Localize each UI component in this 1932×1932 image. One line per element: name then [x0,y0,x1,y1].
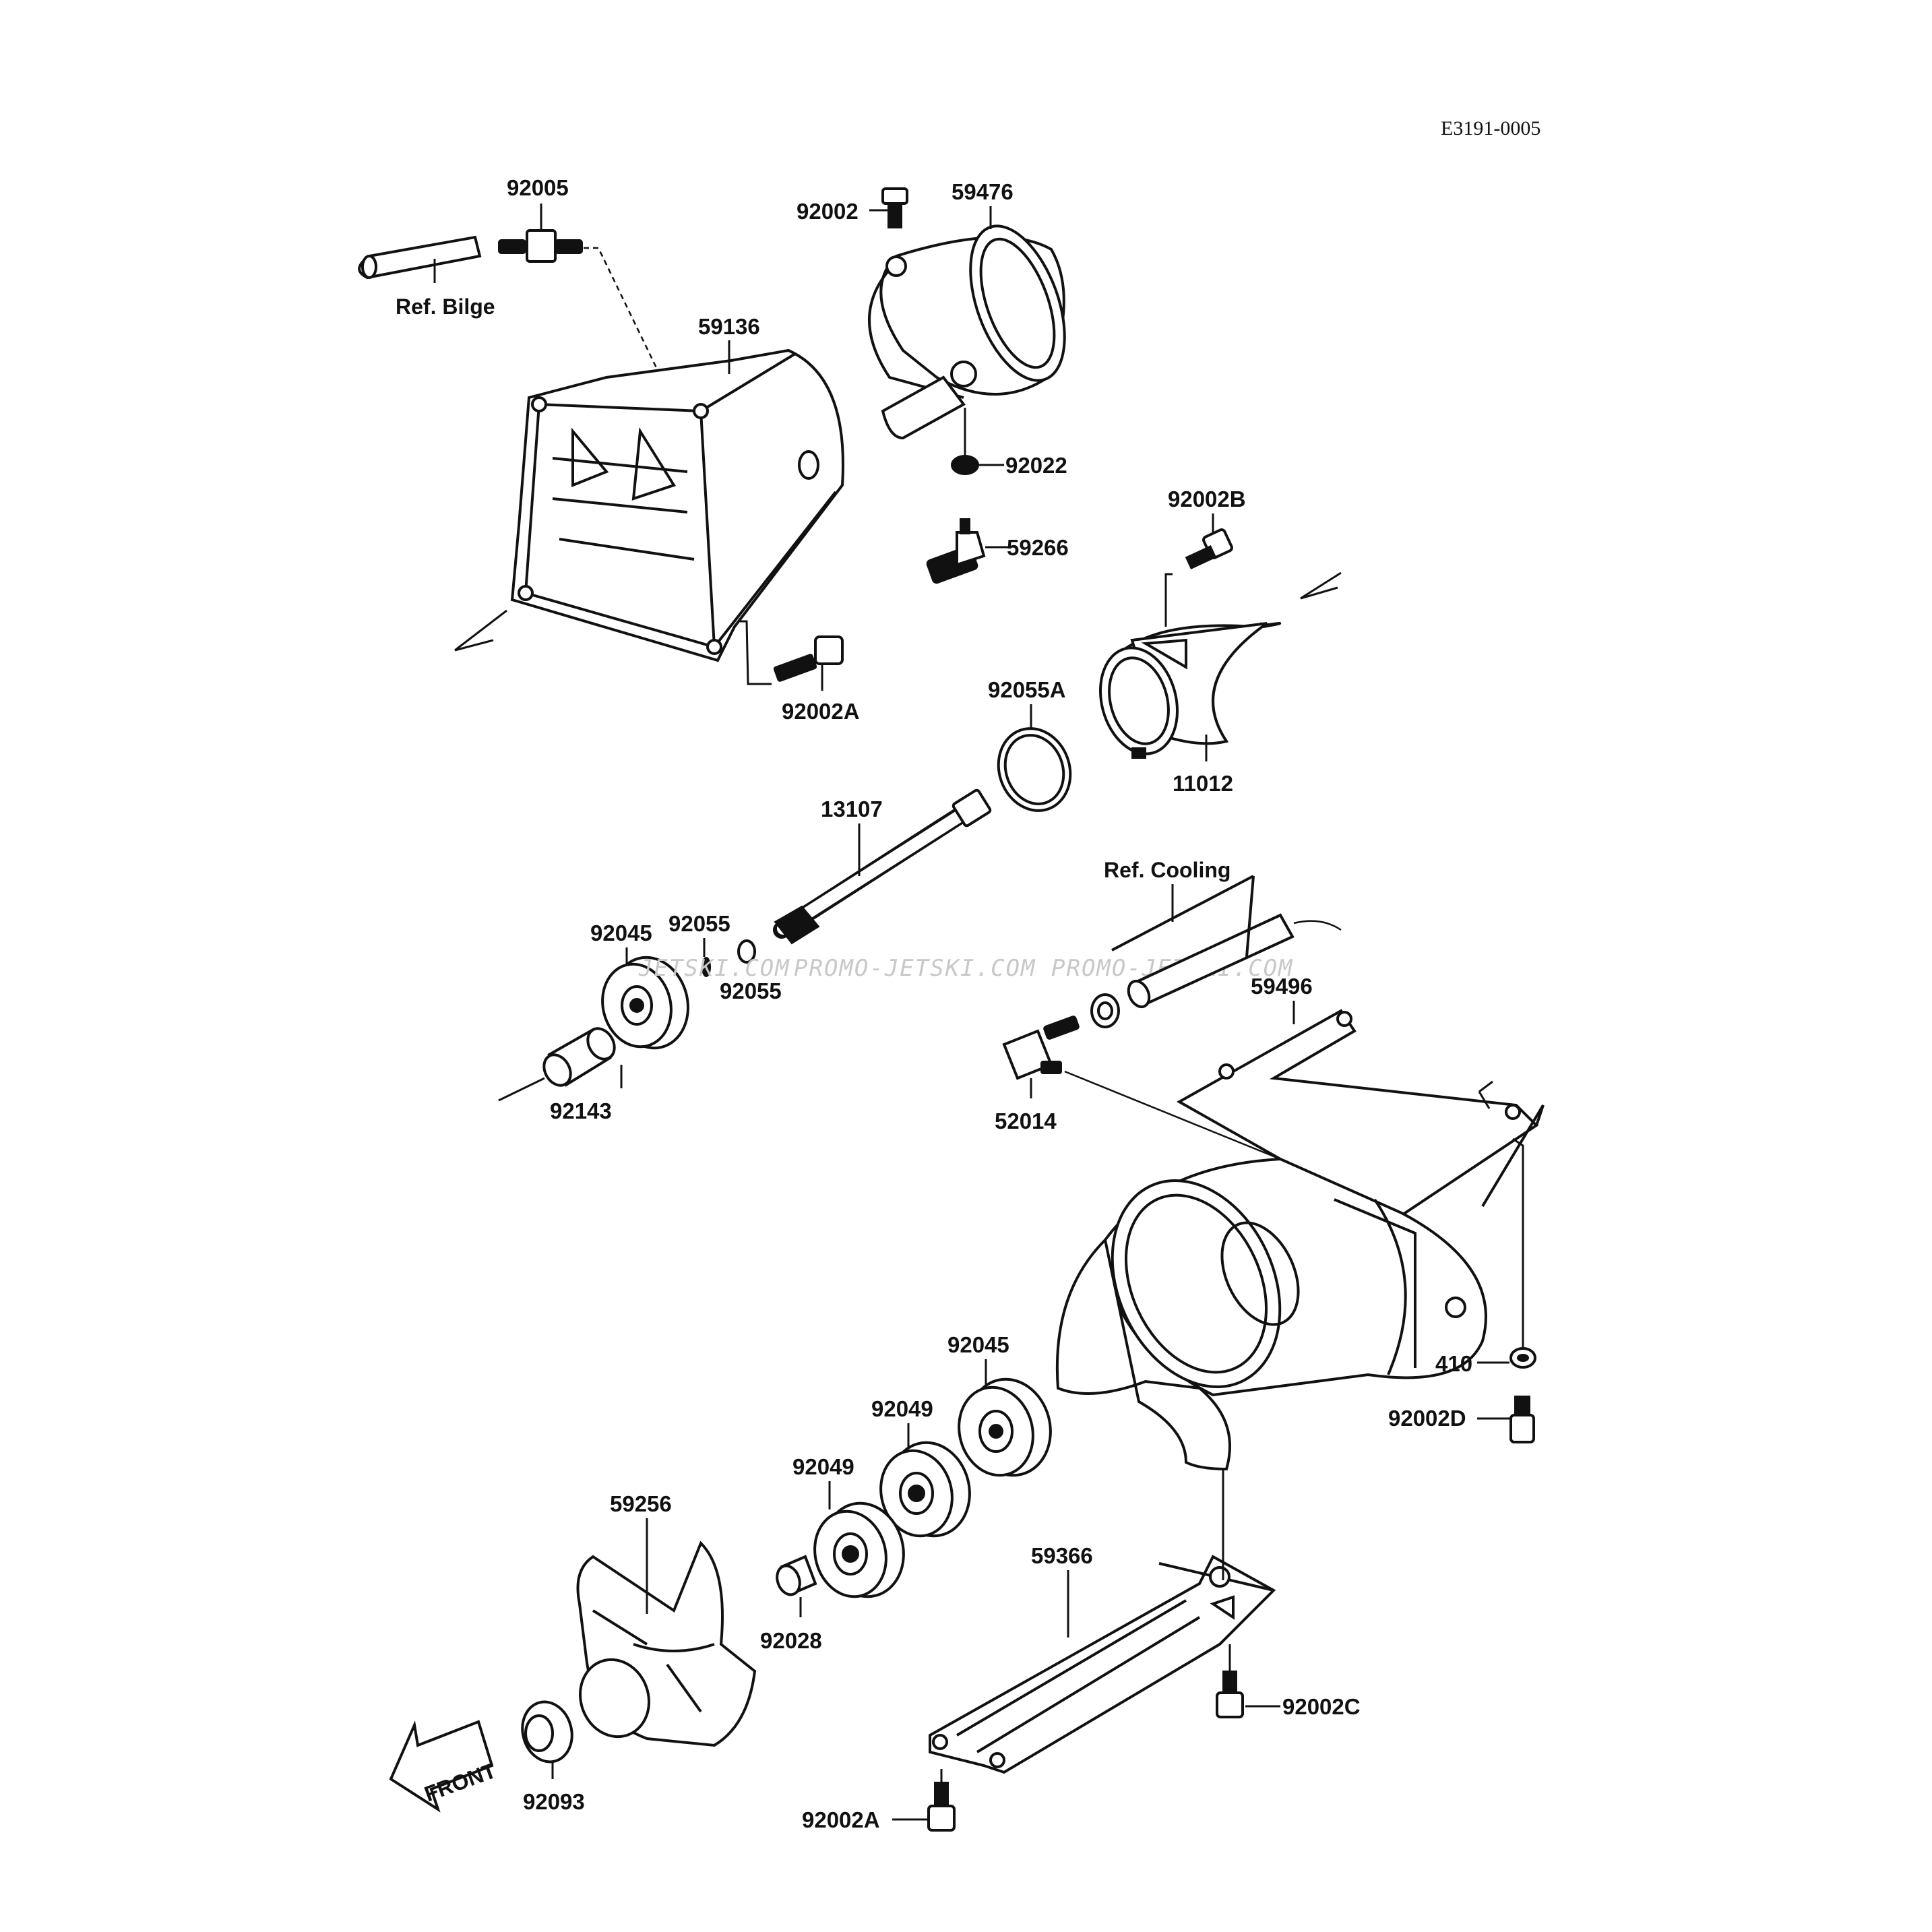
impeller-59256 [576,1540,757,1747]
nozzle-11012 [1098,622,1282,759]
part-label-92055-a: 92055 [668,911,730,936]
washer-92022 [951,408,979,475]
bearing-92049-a [879,1441,971,1538]
part-label-92049-a: 92049 [871,1396,933,1421]
part-label-92055A: 92055A [988,677,1066,702]
part-label-92045-top: 92045 [590,921,652,945]
pump-case-59136 [510,348,844,662]
part-label-59476: 59476 [952,179,1014,204]
clip-92055-b [737,939,756,964]
washer-410 [1509,1347,1536,1369]
fitting-52014 [1002,1016,1080,1080]
cover-plate-59366 [929,1555,1276,1774]
part-label-92143: 92143 [550,1098,612,1123]
bearing-92049-b [813,1501,905,1598]
part-label-92002A-top: 92002A [782,699,860,724]
watermark-1: JETSKI.COM [638,955,790,982]
part-label-11012: 11012 [1173,771,1233,796]
nozzle-59476 [868,224,1066,440]
bolt-92002A-top [773,635,844,682]
seal-92093 [521,1700,573,1764]
part-label-92002B: 92002B [1168,487,1246,511]
sleeve-92143 [542,1027,616,1087]
part-label-13107: 13107 [821,797,883,821]
part-label-92055-b: 92055 [720,978,782,1003]
ref-bilge-label: Ref. Bilge [396,294,495,319]
part-label-59366: 59366 [1031,1543,1093,1568]
part-label-92002D: 92002D [1388,1406,1466,1431]
part-label-92002C: 92002C [1282,1694,1361,1719]
bolt-92002B [1185,528,1233,569]
part-label-92049-b: 92049 [792,1454,854,1479]
clip-92055-a [702,957,711,977]
part-label-92093: 92093 [523,1789,585,1814]
part-label-92022: 92022 [1005,453,1067,478]
cooling-hose [1111,875,1342,1009]
part-label-59256: 59256 [610,1491,672,1516]
part-label-410: 410 [1435,1351,1472,1376]
bearing-92045-top [601,956,689,1050]
pump-body-59496 [1055,1009,1545,1471]
bolt-92002 [881,187,908,228]
part-label-92005: 92005 [507,175,569,200]
bolt-92002A-bottom [927,1782,956,1832]
ref-cooling-label: Ref. Cooling [1104,858,1230,882]
part-label-92028: 92028 [760,1628,822,1653]
watermark-2: PROMO-JETSKI.COM [794,955,1036,982]
front-arrow-icon: FRONT [389,1720,499,1813]
bearing-92045-bottom [958,1377,1052,1477]
bilge-hose [358,235,482,280]
part-label-92002: 92002 [797,199,859,224]
diagram-code: E3191-0005 [1441,117,1540,139]
part-label-92045-bottom: 92045 [947,1332,1009,1357]
bolt-92002D [1509,1396,1535,1443]
shaft-13107 [773,788,992,945]
elbow-59266 [926,518,986,584]
hose-clamp [1090,993,1120,1028]
bolt-92002C [1216,1671,1244,1718]
part-label-59266: 59266 [1007,535,1069,560]
o-ring-92055A [997,727,1072,812]
part-label-59496: 59496 [1251,974,1313,999]
fitting-92005 [498,204,583,263]
collar-92028 [776,1555,817,1596]
part-label-52014: 52014 [995,1109,1057,1133]
part-label-59136: 59136 [698,314,760,339]
part-label-92002A-bottom: 92002A [802,1807,880,1832]
